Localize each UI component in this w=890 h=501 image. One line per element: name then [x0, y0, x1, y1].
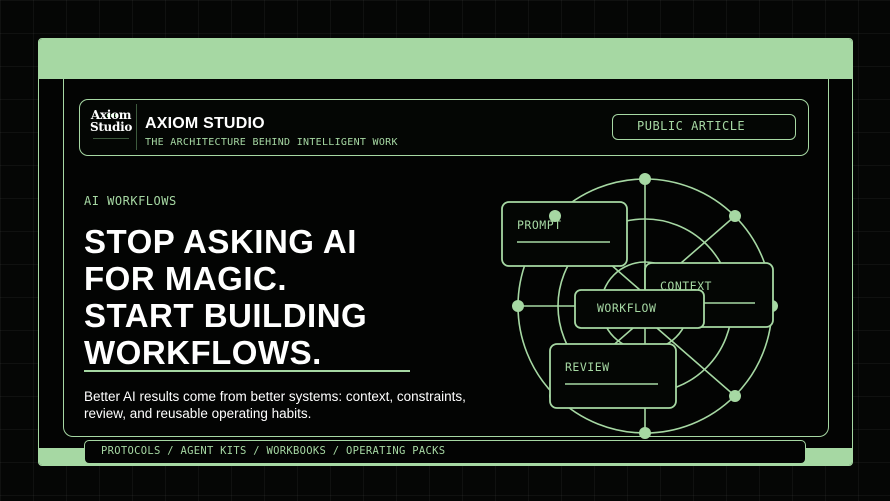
brand-logo[interactable]: Axiom Studio	[87, 104, 137, 150]
logo-dots-icon	[107, 104, 119, 117]
logo-line-2: Studio	[89, 120, 133, 134]
node-prompt-label: PROMPT	[517, 218, 562, 232]
brand-name[interactable]: AXIOM STUDIO	[145, 115, 265, 132]
node-workflow-label: WORKFLOW	[597, 301, 656, 315]
product-categories-bar[interactable]: PROTOCOLS / AGENT KITS / WORKBOOKS / OPE…	[84, 440, 806, 464]
node-dot-top-right	[729, 210, 741, 222]
subheadline: Better AI results come from better syste…	[84, 389, 466, 421]
public-article-badge[interactable]: PUBLIC ARTICLE	[612, 114, 796, 140]
headline-line-1: STOP ASKING AI	[84, 223, 357, 260]
header-bar	[79, 99, 809, 156]
node-dot-top	[639, 173, 651, 185]
headline: STOP ASKING AI FOR MAGIC. START BUILDING…	[84, 223, 484, 371]
headline-line-2: FOR MAGIC.	[84, 260, 287, 297]
node-dot-left	[512, 300, 524, 312]
node-dot-top-left	[549, 210, 561, 222]
logo-rule	[93, 138, 129, 139]
connector-output	[649, 321, 736, 397]
logo-line-1: Axiom	[90, 108, 132, 122]
headline-line-4: WORKFLOWS.	[84, 334, 322, 371]
node-review[interactable]: REVIEW	[549, 343, 677, 409]
category-eyebrow: AI WORKFLOWS	[84, 194, 177, 208]
node-workflow[interactable]: WORKFLOW	[574, 289, 705, 329]
node-prompt[interactable]: PROMPT	[501, 201, 628, 267]
headline-underline	[84, 370, 410, 372]
node-dot-bottom-right	[729, 390, 741, 402]
logo-wordmark: Axiom Studio	[87, 109, 135, 133]
brand-tagline: THE ARCHITECTURE BEHIND INTELLIGENT WORK	[145, 137, 398, 148]
top-band	[39, 39, 852, 79]
node-review-label: REVIEW	[565, 360, 610, 374]
node-dot-bottom	[639, 427, 651, 439]
headline-line-3: START BUILDING	[84, 297, 368, 334]
